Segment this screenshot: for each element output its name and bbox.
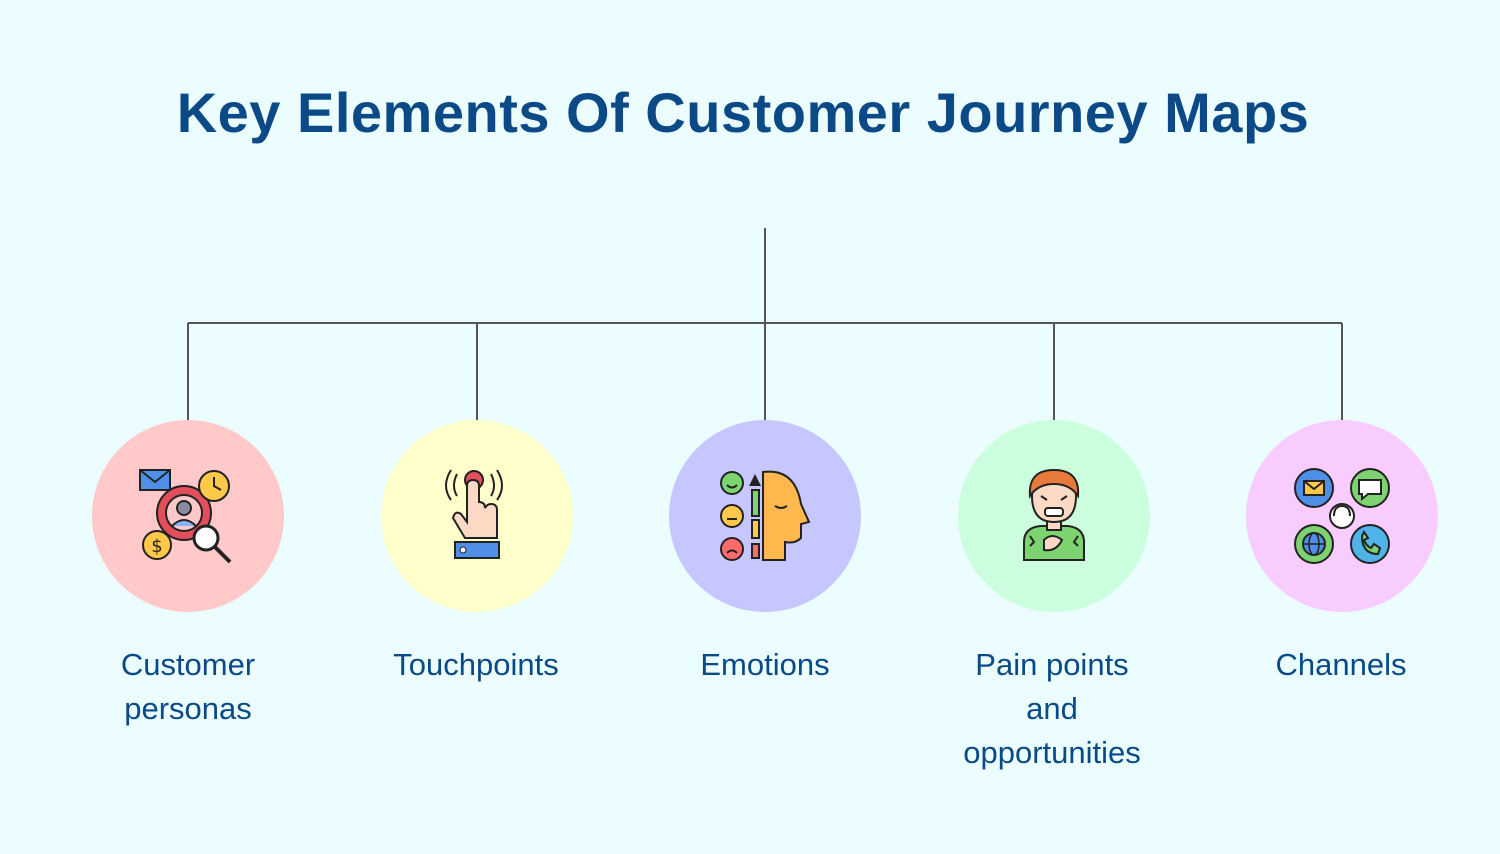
label-customer-personas: Customer personas [58,643,318,731]
label-line: Channels [1275,647,1407,682]
touch-hand-icon [445,469,503,559]
node-customer-personas: $ [92,420,284,612]
label-line: Touchpoints [393,647,559,682]
svg-text:$: $ [151,536,162,557]
label-line: Customer [120,647,256,682]
node-channels [1246,420,1438,612]
label-line: personas [124,691,252,726]
label-line: Emotions [700,647,830,682]
label-touchpoints: Touchpoints [346,643,606,687]
label-pain-points: Pain points and opportunities [922,643,1182,775]
label-line: Pain points [975,647,1129,682]
customer-persona-icon: $ [139,469,232,564]
node-touchpoints [381,420,573,612]
label-line: opportunities [963,735,1141,770]
page-title: Key Elements Of Customer Journey Maps [176,81,1310,144]
label-line: and [1026,691,1078,726]
node-emotions [669,420,861,612]
label-emotions: Emotions [635,643,895,687]
pained-person-icon [1023,468,1085,561]
node-pain-points [958,420,1150,612]
channels-icon [1294,468,1390,564]
emotion-head-icon [720,470,811,561]
label-channels: Channels [1211,643,1471,687]
